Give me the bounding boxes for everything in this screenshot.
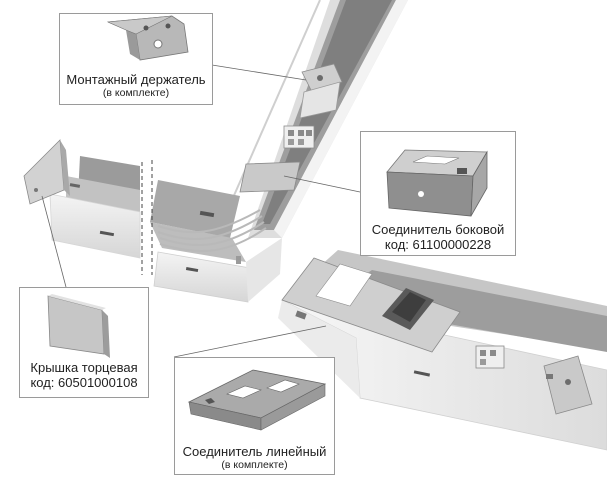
terminal-blocks (283, 125, 315, 149)
callout-side-connector: Соединитель боковой код: 61100000228 (360, 131, 516, 256)
lower-terminal-block (475, 345, 505, 369)
mounting-holder-title: Монтажный держатель (66, 72, 206, 87)
callout-linear-connector: Соединитель линейный (в комплекте) (174, 357, 335, 475)
lower-track-slot (413, 370, 431, 377)
mounting-holder-thumbnail (106, 15, 189, 61)
side-connector-title: Соединитель боковой (371, 222, 505, 237)
linear-connector-plate (281, 257, 461, 353)
leader-lines (41, 64, 361, 358)
gap-markers (141, 160, 153, 275)
wiring (157, 209, 267, 253)
callout-mounting-holder: Монтажный держатель (в комплекте) (59, 13, 213, 105)
left-short-track (49, 156, 141, 259)
mounting-holder-installed (299, 63, 343, 119)
side-connector-installed (239, 161, 301, 193)
linear-connector-title: Соединитель линейный (182, 444, 327, 459)
linear-connector-thumbnail (187, 369, 327, 431)
linear-connector-note: (в комплекте) (221, 459, 288, 471)
lower-mounting-holder (543, 355, 593, 415)
side-connector-thumbnail (386, 149, 488, 217)
end-cap-thumbnail (47, 294, 110, 358)
mounting-holder-note: (в комплекте) (102, 87, 170, 99)
end-cap-installed (23, 139, 70, 205)
end-cap-code: код: 60501000108 (30, 375, 138, 390)
horizontal-track-left (150, 180, 282, 303)
side-connector-code: код: 61100000228 (384, 237, 492, 252)
callout-end-cap: Крышка торцевая код: 60501000108 (19, 287, 149, 398)
end-cap-title: Крышка торцевая (30, 360, 138, 375)
